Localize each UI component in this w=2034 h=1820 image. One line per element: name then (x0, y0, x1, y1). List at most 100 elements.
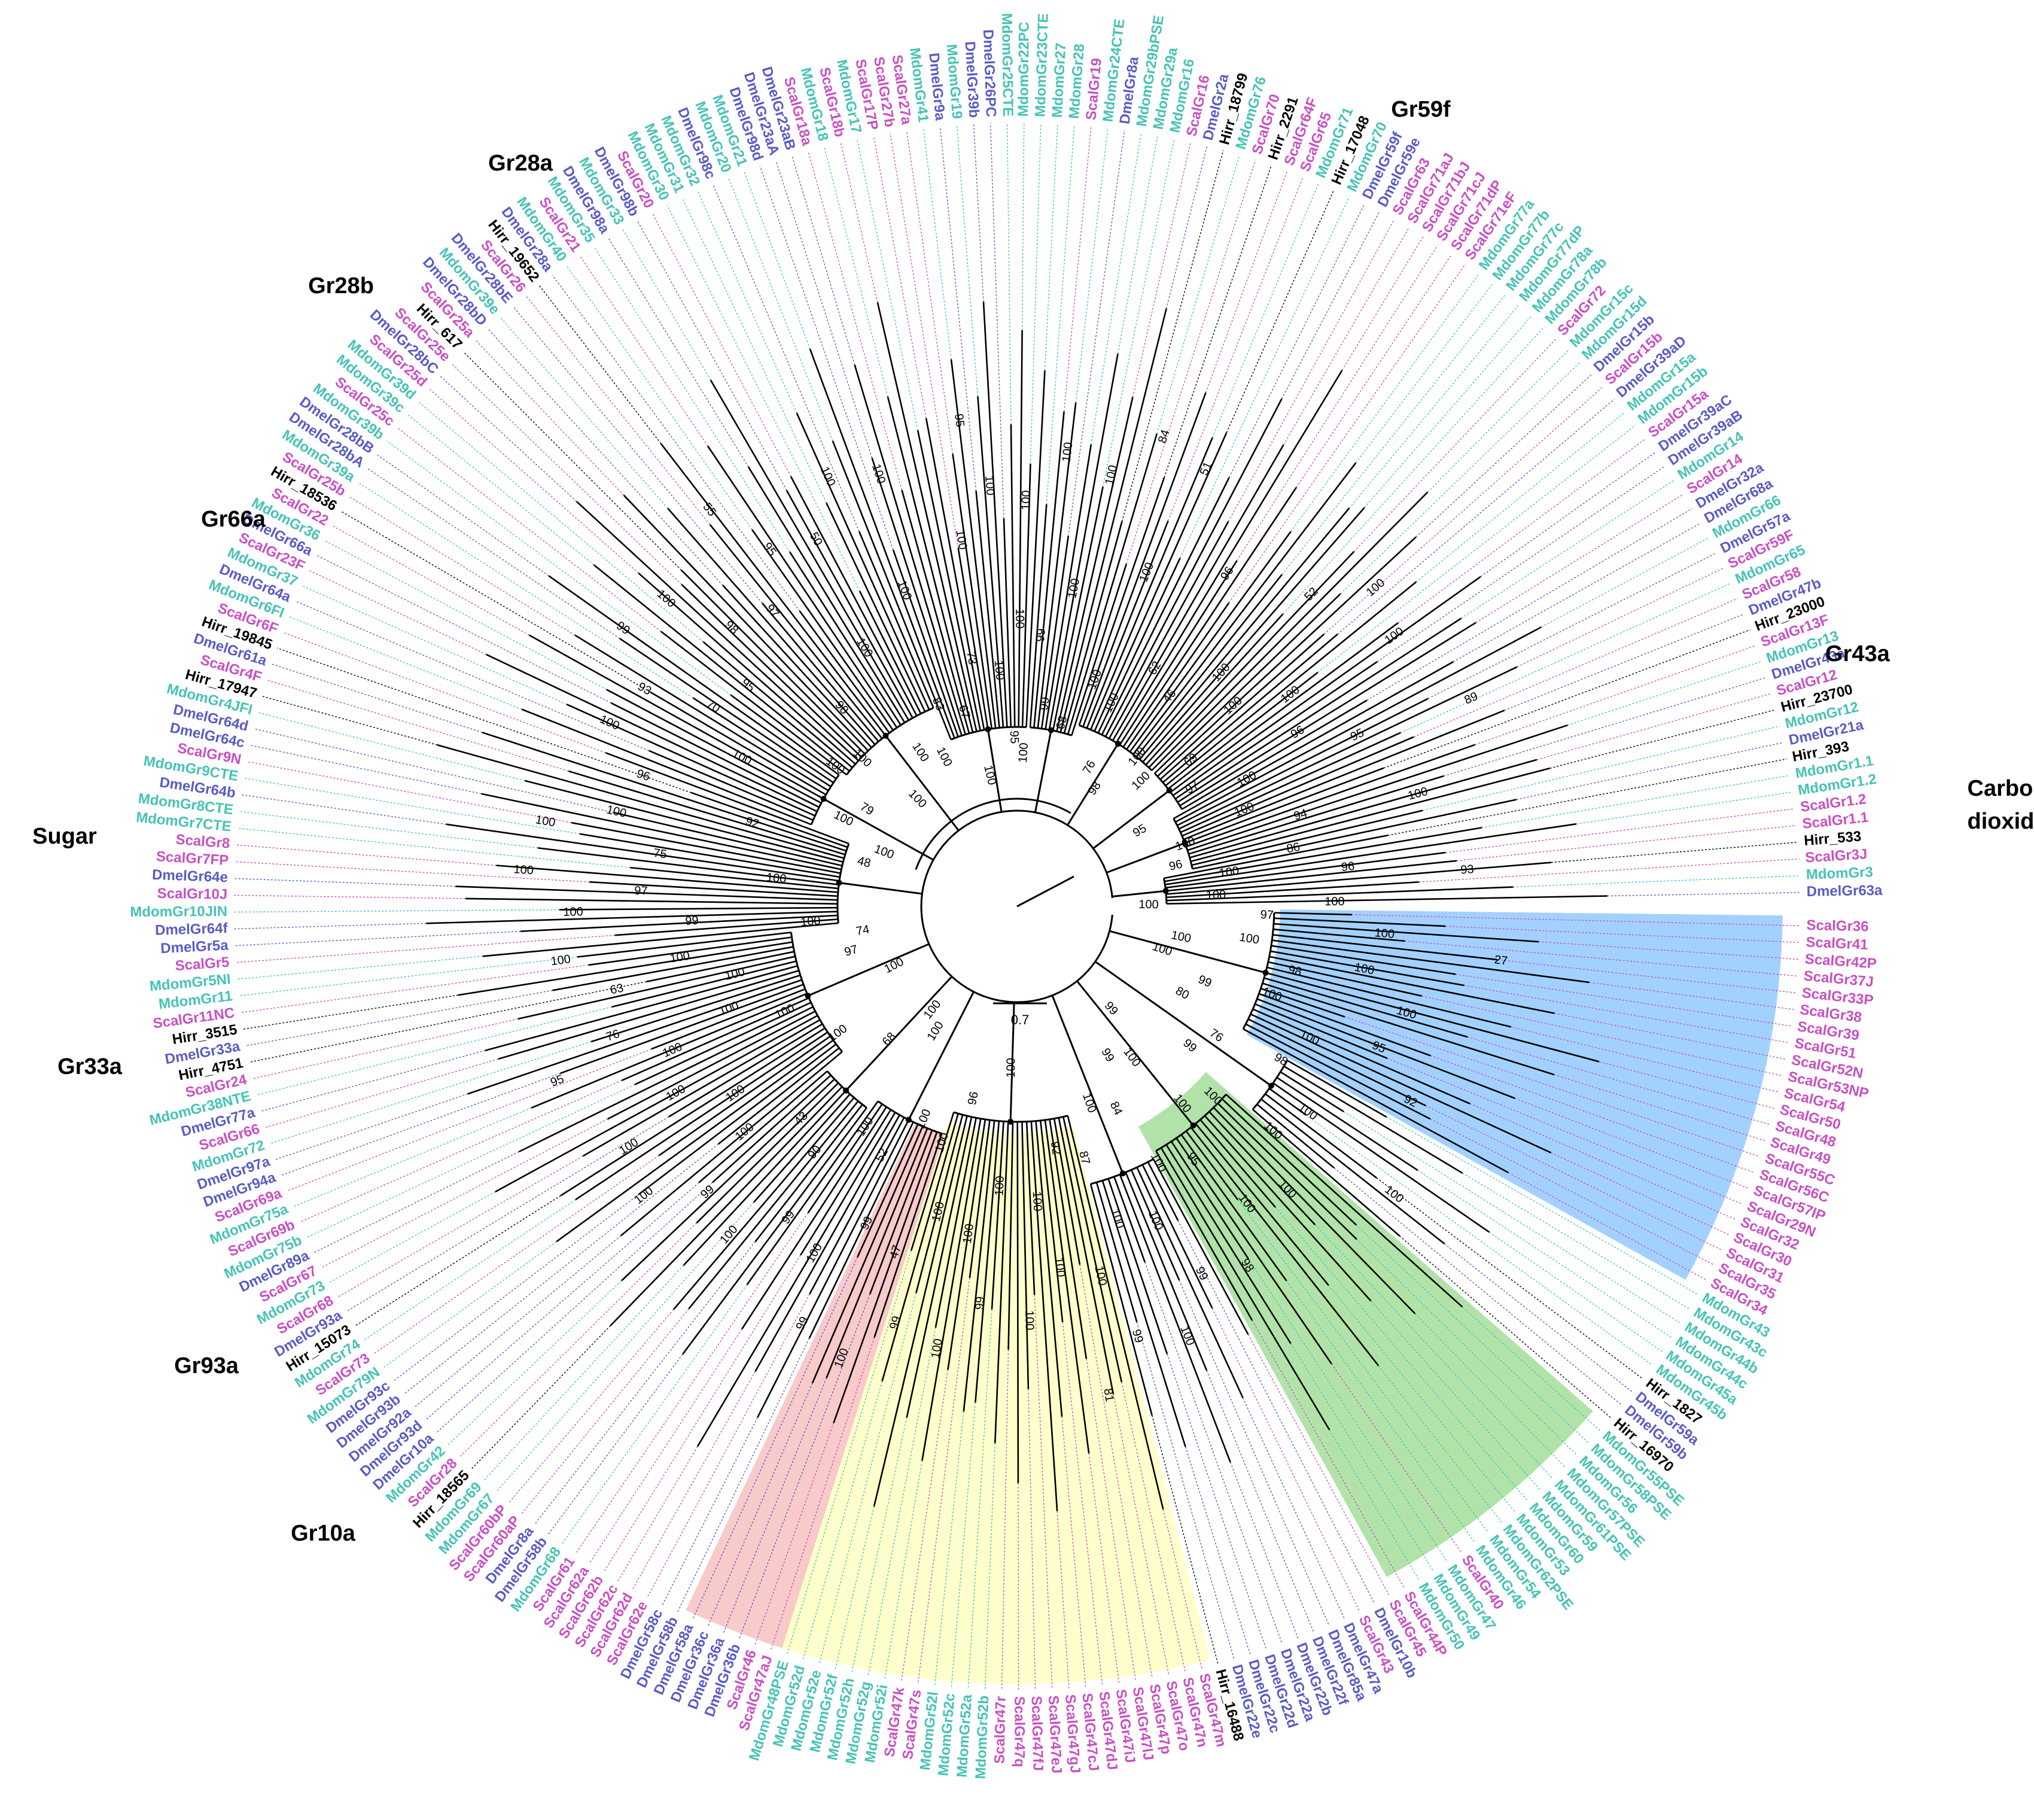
guide-line (1371, 1301, 1541, 1490)
branch (1125, 1171, 1208, 1371)
branch (1101, 1180, 1186, 1447)
branch (1003, 518, 1012, 728)
guide-line (261, 695, 438, 745)
guide-line (1549, 709, 1776, 769)
branch (707, 445, 898, 728)
branch (1164, 827, 1482, 882)
guide-line (1364, 315, 1533, 508)
support-value: 100 (914, 1107, 934, 1131)
guide-line (1088, 1453, 1120, 1684)
branch (690, 792, 848, 848)
guide-line (495, 1202, 754, 1493)
guide-line (521, 1308, 689, 1514)
highlight-blue-clade (1247, 909, 1783, 1280)
guide-line (1551, 1152, 1729, 1235)
guide-line (603, 1255, 801, 1573)
branch (1180, 1134, 1287, 1282)
leaf-label: ScalGr47r (991, 1696, 1009, 1764)
support-value: 100 (992, 1176, 1007, 1196)
support-value: 100 (934, 745, 955, 769)
support-value: 100 (1080, 1091, 1099, 1115)
branch (871, 457, 963, 736)
guide-line (1467, 1036, 1770, 1125)
branch (486, 653, 818, 812)
support-value: 100 (1030, 1191, 1045, 1212)
guide-line (900, 1369, 949, 1682)
backbone-branch (1067, 743, 1119, 826)
guide-line (233, 894, 466, 899)
branch (1182, 699, 1368, 810)
branch (982, 302, 1008, 728)
guide-line (1281, 293, 1506, 575)
branch (1129, 531, 1292, 753)
branch (613, 811, 843, 867)
node-dot (1182, 840, 1188, 847)
guide-line (1405, 941, 1798, 977)
branch (559, 906, 838, 911)
support-value: 100 (882, 955, 906, 976)
branch (1175, 626, 1542, 823)
support-value: 79 (858, 800, 876, 818)
branch (717, 1047, 840, 1145)
guide-line (1290, 273, 1480, 532)
branch (518, 1006, 814, 1153)
branch (1007, 1121, 1014, 1350)
branch (1044, 1119, 1090, 1454)
guide-line (1323, 386, 1604, 635)
branch (1071, 564, 1128, 736)
branch (1256, 998, 1515, 1099)
branch (1191, 809, 1423, 866)
support-value: 100 (632, 1184, 656, 1207)
branch (1213, 1107, 1416, 1314)
guide-line (802, 1381, 883, 1661)
branch (467, 979, 802, 1095)
branch (1180, 732, 1401, 833)
branch (991, 1121, 1004, 1310)
backbone-arc (915, 798, 1071, 870)
branch (630, 866, 839, 890)
guide-line (235, 844, 497, 866)
guide-line (939, 126, 977, 491)
branch (571, 821, 841, 874)
backbone-branch (1106, 842, 1186, 874)
branch (1025, 1121, 1036, 1295)
group-label: Gr66a (201, 507, 266, 532)
branch (957, 547, 989, 730)
branch (887, 396, 974, 733)
branch (1162, 633, 1338, 783)
guide-line (1337, 398, 1615, 635)
guide-line (1353, 337, 1557, 552)
support-value: 68 (1053, 714, 1070, 731)
guide-line (579, 255, 708, 446)
guide-line (1030, 123, 1042, 464)
leaf-label: ScalGr47fJ (1028, 1696, 1046, 1771)
branch (1130, 1169, 1180, 1281)
branch (1166, 862, 1552, 895)
branch (1056, 397, 1134, 732)
support-value: 48 (856, 854, 872, 871)
branch (1183, 710, 1505, 841)
branch (1082, 392, 1207, 728)
branch (1272, 934, 1498, 961)
guide-line (575, 1212, 809, 1554)
branch (969, 1119, 991, 1279)
support-value: 95 (549, 1072, 566, 1089)
branch (702, 641, 853, 768)
branch (809, 348, 955, 739)
branch (455, 885, 838, 901)
branch (854, 364, 967, 735)
guide-line (1113, 1394, 1170, 1676)
guide-line (1425, 1105, 1722, 1250)
guide-line (1415, 373, 1593, 537)
guide-line (608, 237, 749, 467)
guide-line (1356, 1238, 1578, 1456)
branch (1101, 477, 1230, 735)
guide-line (1086, 1359, 1137, 1681)
guide-line (835, 1506, 875, 1669)
guide-line (1400, 583, 1731, 734)
support-value: 100 (906, 787, 929, 811)
guide-line (840, 142, 878, 303)
leaf-label: Hirr_533 (1803, 828, 1862, 849)
group-label: Gr10a (291, 1521, 356, 1546)
node-dot (836, 879, 842, 886)
